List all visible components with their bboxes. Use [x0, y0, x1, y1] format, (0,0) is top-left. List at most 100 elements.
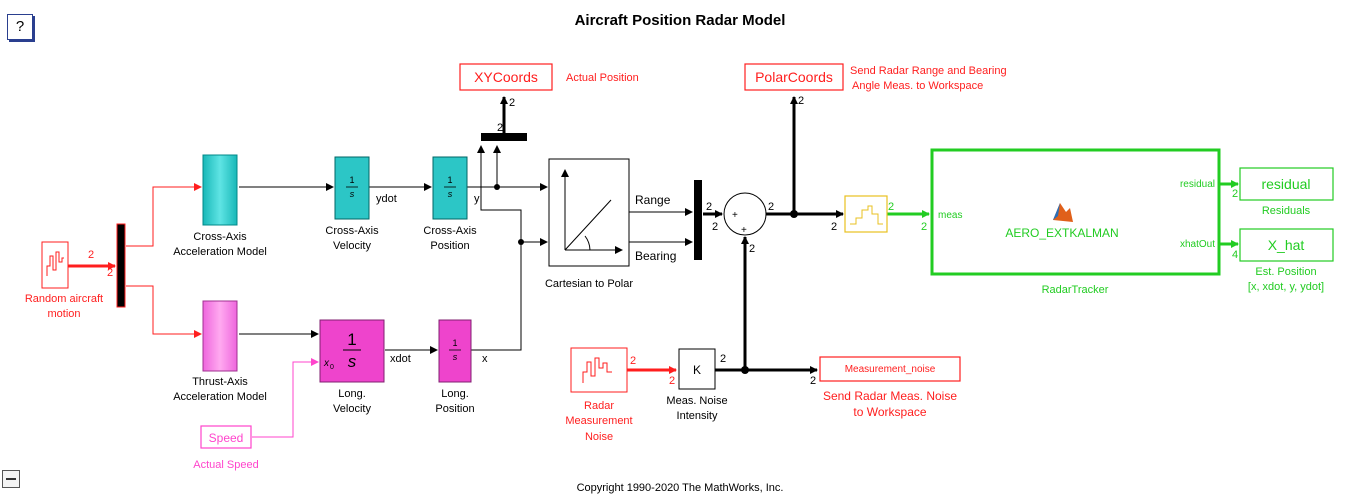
cross-accel-box[interactable] — [202, 154, 238, 226]
width-label: 2 — [497, 122, 503, 134]
cross-velocity-label: Velocity — [333, 240, 371, 252]
measurement-noise-annotation: Send Radar Meas. Noise — [823, 389, 957, 403]
integrator-denominator: s — [448, 189, 453, 199]
measurement-noise-annotation: to Workspace — [853, 405, 926, 419]
xycoords-annotation: Actual Position — [566, 72, 639, 84]
width-label: 2 — [509, 97, 515, 109]
tracker-residual-port: residual — [1180, 179, 1215, 190]
block-cross-position[interactable]: 1 s Cross-Axis Position — [423, 156, 477, 252]
integrator-numerator: 1 — [347, 330, 356, 349]
long-velocity-label: Long. — [338, 388, 366, 400]
integrator-denominator: s — [348, 352, 357, 371]
initial-condition-subscript: 0 — [330, 364, 334, 371]
width-label: 2 — [810, 375, 816, 387]
block-cart-to-polar[interactable]: Range Bearing Cartesian to Polar — [545, 158, 676, 290]
staircase-icon — [850, 205, 883, 225]
width-label: 2 — [1232, 188, 1238, 200]
xhat-label: X_hat — [1268, 237, 1305, 253]
gain-label: Intensity — [677, 410, 718, 422]
block-sum[interactable]: + + — [723, 192, 767, 236]
block-long-velocity[interactable]: 1 s x 0 Long. Velocity — [319, 319, 385, 415]
residual-box[interactable] — [1239, 167, 1334, 201]
thrust-accel-box[interactable] — [202, 300, 238, 372]
long-position-label: Long. — [441, 388, 469, 400]
mux-bar-polar[interactable] — [694, 180, 702, 260]
integrator-numerator: 1 — [452, 338, 457, 348]
signal-names: ydot y xdot x — [376, 193, 488, 365]
block-gain[interactable]: K Meas. Noise Intensity — [666, 348, 728, 422]
gain-value: K — [693, 363, 701, 377]
width-label-4: 4 — [1232, 249, 1238, 261]
help-button-label: ? — [15, 18, 25, 35]
speed-box[interactable] — [200, 425, 252, 449]
speed-annotation: Actual Speed — [193, 459, 258, 471]
block-cross-velocity[interactable]: 1 s Cross-Axis Velocity — [325, 156, 379, 252]
wire-demux-to-thrust — [126, 285, 202, 338]
width-label: 2 — [712, 221, 718, 233]
speed-label: Speed — [209, 431, 244, 445]
width-label: 2 — [107, 267, 113, 279]
random-motion-label: motion — [47, 308, 80, 320]
width-label: 2 — [888, 201, 894, 213]
cross-velocity-box[interactable] — [334, 156, 370, 220]
demux-bar[interactable] — [116, 223, 126, 308]
zoh-box[interactable] — [844, 195, 888, 233]
width-label: 2 — [669, 375, 675, 387]
help-button[interactable]: ? — [7, 14, 33, 40]
signal-x: x — [482, 353, 488, 365]
block-residual-out[interactable]: residual Residuals — [1239, 167, 1334, 217]
measurement-noise-label: Measurement_noise — [845, 364, 936, 375]
radar-noise-box[interactable] — [570, 347, 628, 393]
radar-noise-label: Noise — [585, 431, 613, 443]
wire-x — [471, 238, 548, 351]
long-velocity-box[interactable] — [319, 319, 385, 383]
block-random-motion[interactable]: Random aircraft motion — [25, 241, 103, 320]
block-xhat-out[interactable]: X_hat Est. Position [x, xdot, y, ydot] — [1239, 228, 1334, 293]
tracker-xhat-port: xhatOut — [1180, 239, 1215, 250]
polar-radius-line — [564, 199, 612, 251]
long-position-box[interactable] — [438, 319, 472, 383]
block-long-position[interactable]: 1 s Long. Position — [435, 319, 475, 415]
long-velocity-label: Velocity — [333, 403, 371, 415]
cart-polar-bearing-port: Bearing — [635, 249, 676, 263]
polarcoords-box[interactable] — [744, 63, 844, 91]
wire-demux-to-cross — [126, 183, 202, 247]
wire-speed — [252, 358, 319, 438]
cross-accel-label: Acceleration Model — [173, 246, 267, 258]
tracker-box[interactable] — [930, 148, 1221, 276]
width-label: 2 — [749, 243, 755, 255]
block-speed[interactable]: Speed Actual Speed — [193, 425, 259, 471]
width-label: 2 — [720, 353, 726, 365]
cross-velocity-label: Cross-Axis — [325, 225, 379, 237]
xycoords-box[interactable] — [459, 63, 553, 91]
block-measurement-noise-out[interactable]: Measurement_noise Send Radar Meas. Noise… — [819, 356, 961, 419]
xhat-annotation: [x, xdot, y, ydot] — [1248, 281, 1324, 293]
sum-circle[interactable] — [723, 192, 767, 236]
polarcoords-label: PolarCoords — [755, 69, 833, 85]
mux-bar-xy[interactable] — [481, 133, 527, 141]
thrust-accel-label: Acceleration Model — [173, 391, 267, 403]
block-thrust-accel[interactable]: Thrust-Axis Acceleration Model — [173, 300, 267, 403]
random-motion-box[interactable] — [41, 241, 69, 289]
block-polarcoords[interactable]: PolarCoords Send Radar Range and Bearing… — [744, 63, 1007, 92]
cross-position-box[interactable] — [432, 156, 468, 220]
signal-width-labels: 2 2 2 2 2 2 2 2 2 2 2 2 2 4 4 2 2 2 2 2 — [88, 95, 1238, 387]
page-title: Aircraft Position Radar Model — [575, 12, 786, 29]
block-radar-tracker[interactable]: meas residual xhatOut AERO_EXTKALMAN Rad… — [930, 148, 1221, 296]
measurement-noise-box[interactable] — [819, 356, 961, 382]
block-zero-order-hold[interactable] — [844, 195, 888, 233]
gain-box[interactable] — [678, 348, 716, 390]
polarcoords-annotation: Angle Meas. to Workspace — [852, 80, 983, 92]
cross-position-label: Position — [430, 240, 469, 252]
xhat-box[interactable] — [1239, 228, 1334, 262]
initial-condition-label: x — [323, 358, 330, 369]
integrator-numerator: 1 — [349, 175, 354, 185]
signal-y: y — [474, 193, 480, 205]
block-cross-accel[interactable]: Cross-Axis Acceleration Model — [173, 154, 267, 258]
block-radar-noise[interactable]: Radar Measurement Noise — [565, 347, 633, 443]
block-xycoords[interactable]: XYCoords Actual Position — [459, 63, 639, 91]
residual-label: residual — [1261, 176, 1310, 192]
polar-angle-arc — [584, 235, 591, 251]
collapse-button[interactable] — [2, 470, 20, 488]
